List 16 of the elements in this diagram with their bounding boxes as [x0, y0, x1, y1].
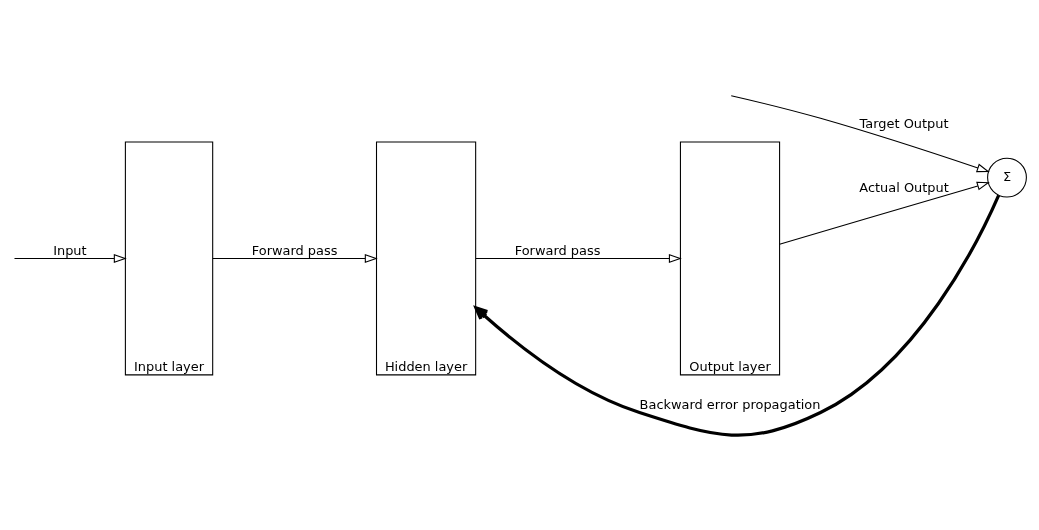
- edge-label: Input: [52, 242, 87, 258]
- arrow: [730, 94, 990, 172]
- node-box: Input layer: [124, 141, 213, 375]
- edge-label: Forward pass: [251, 242, 337, 258]
- arrow: [474, 253, 682, 263]
- arrow: [778, 181, 990, 245]
- arrow: [13, 253, 127, 263]
- node-box: Output layer: [679, 141, 780, 375]
- node-box: Hidden layer: [375, 141, 476, 375]
- arrow: [473, 194, 1000, 437]
- edge-label: Actual Output: [858, 179, 949, 195]
- edge-label: Backward error propagation: [639, 396, 820, 412]
- edge-label: Target Output: [859, 115, 949, 131]
- node-circle: Σ: [986, 157, 1027, 198]
- arrow: [211, 253, 378, 263]
- edge-label: Forward pass: [514, 242, 600, 258]
